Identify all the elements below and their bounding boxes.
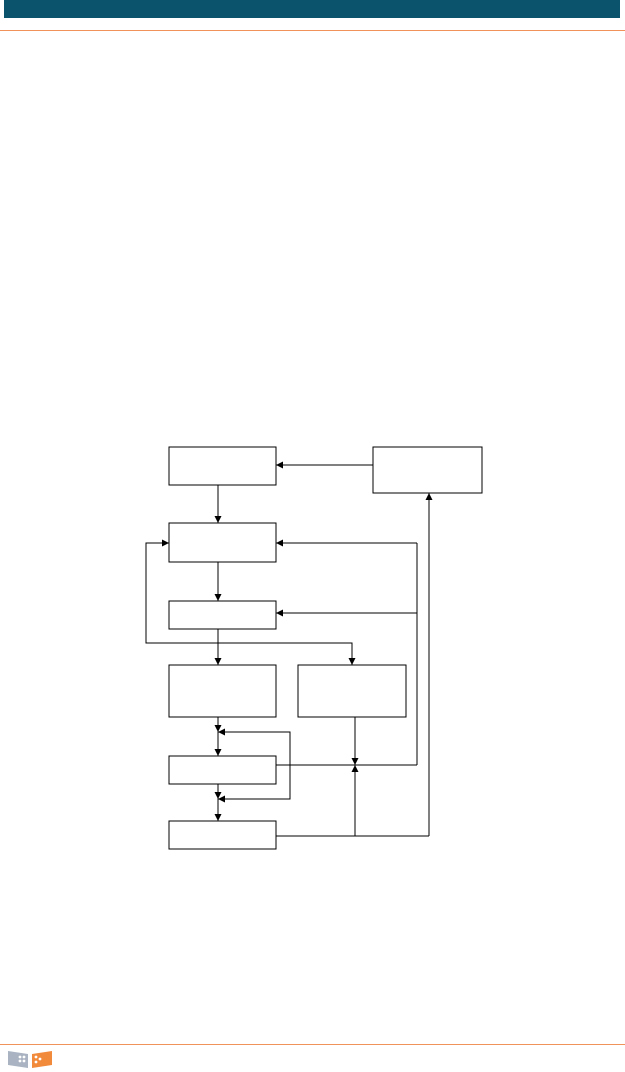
box-mid-right <box>297 664 407 718</box>
loop-right-lower <box>218 765 291 803</box>
box-fifth <box>168 755 277 785</box>
company-logo-icon <box>8 1051 52 1068</box>
footer-rule <box>0 1044 625 1045</box>
loop-left-to-second <box>145 539 218 644</box>
header-rule <box>0 30 625 31</box>
header-bar <box>4 0 620 18</box>
box-mid-left <box>168 664 277 718</box>
box-third <box>168 600 277 630</box>
box-second <box>168 522 277 563</box>
loop-right-upper <box>218 728 291 765</box>
box-bottom <box>168 820 277 850</box>
box-top-left <box>168 446 277 486</box>
branch-to-midright <box>218 642 356 665</box>
box-top-right <box>372 446 483 494</box>
